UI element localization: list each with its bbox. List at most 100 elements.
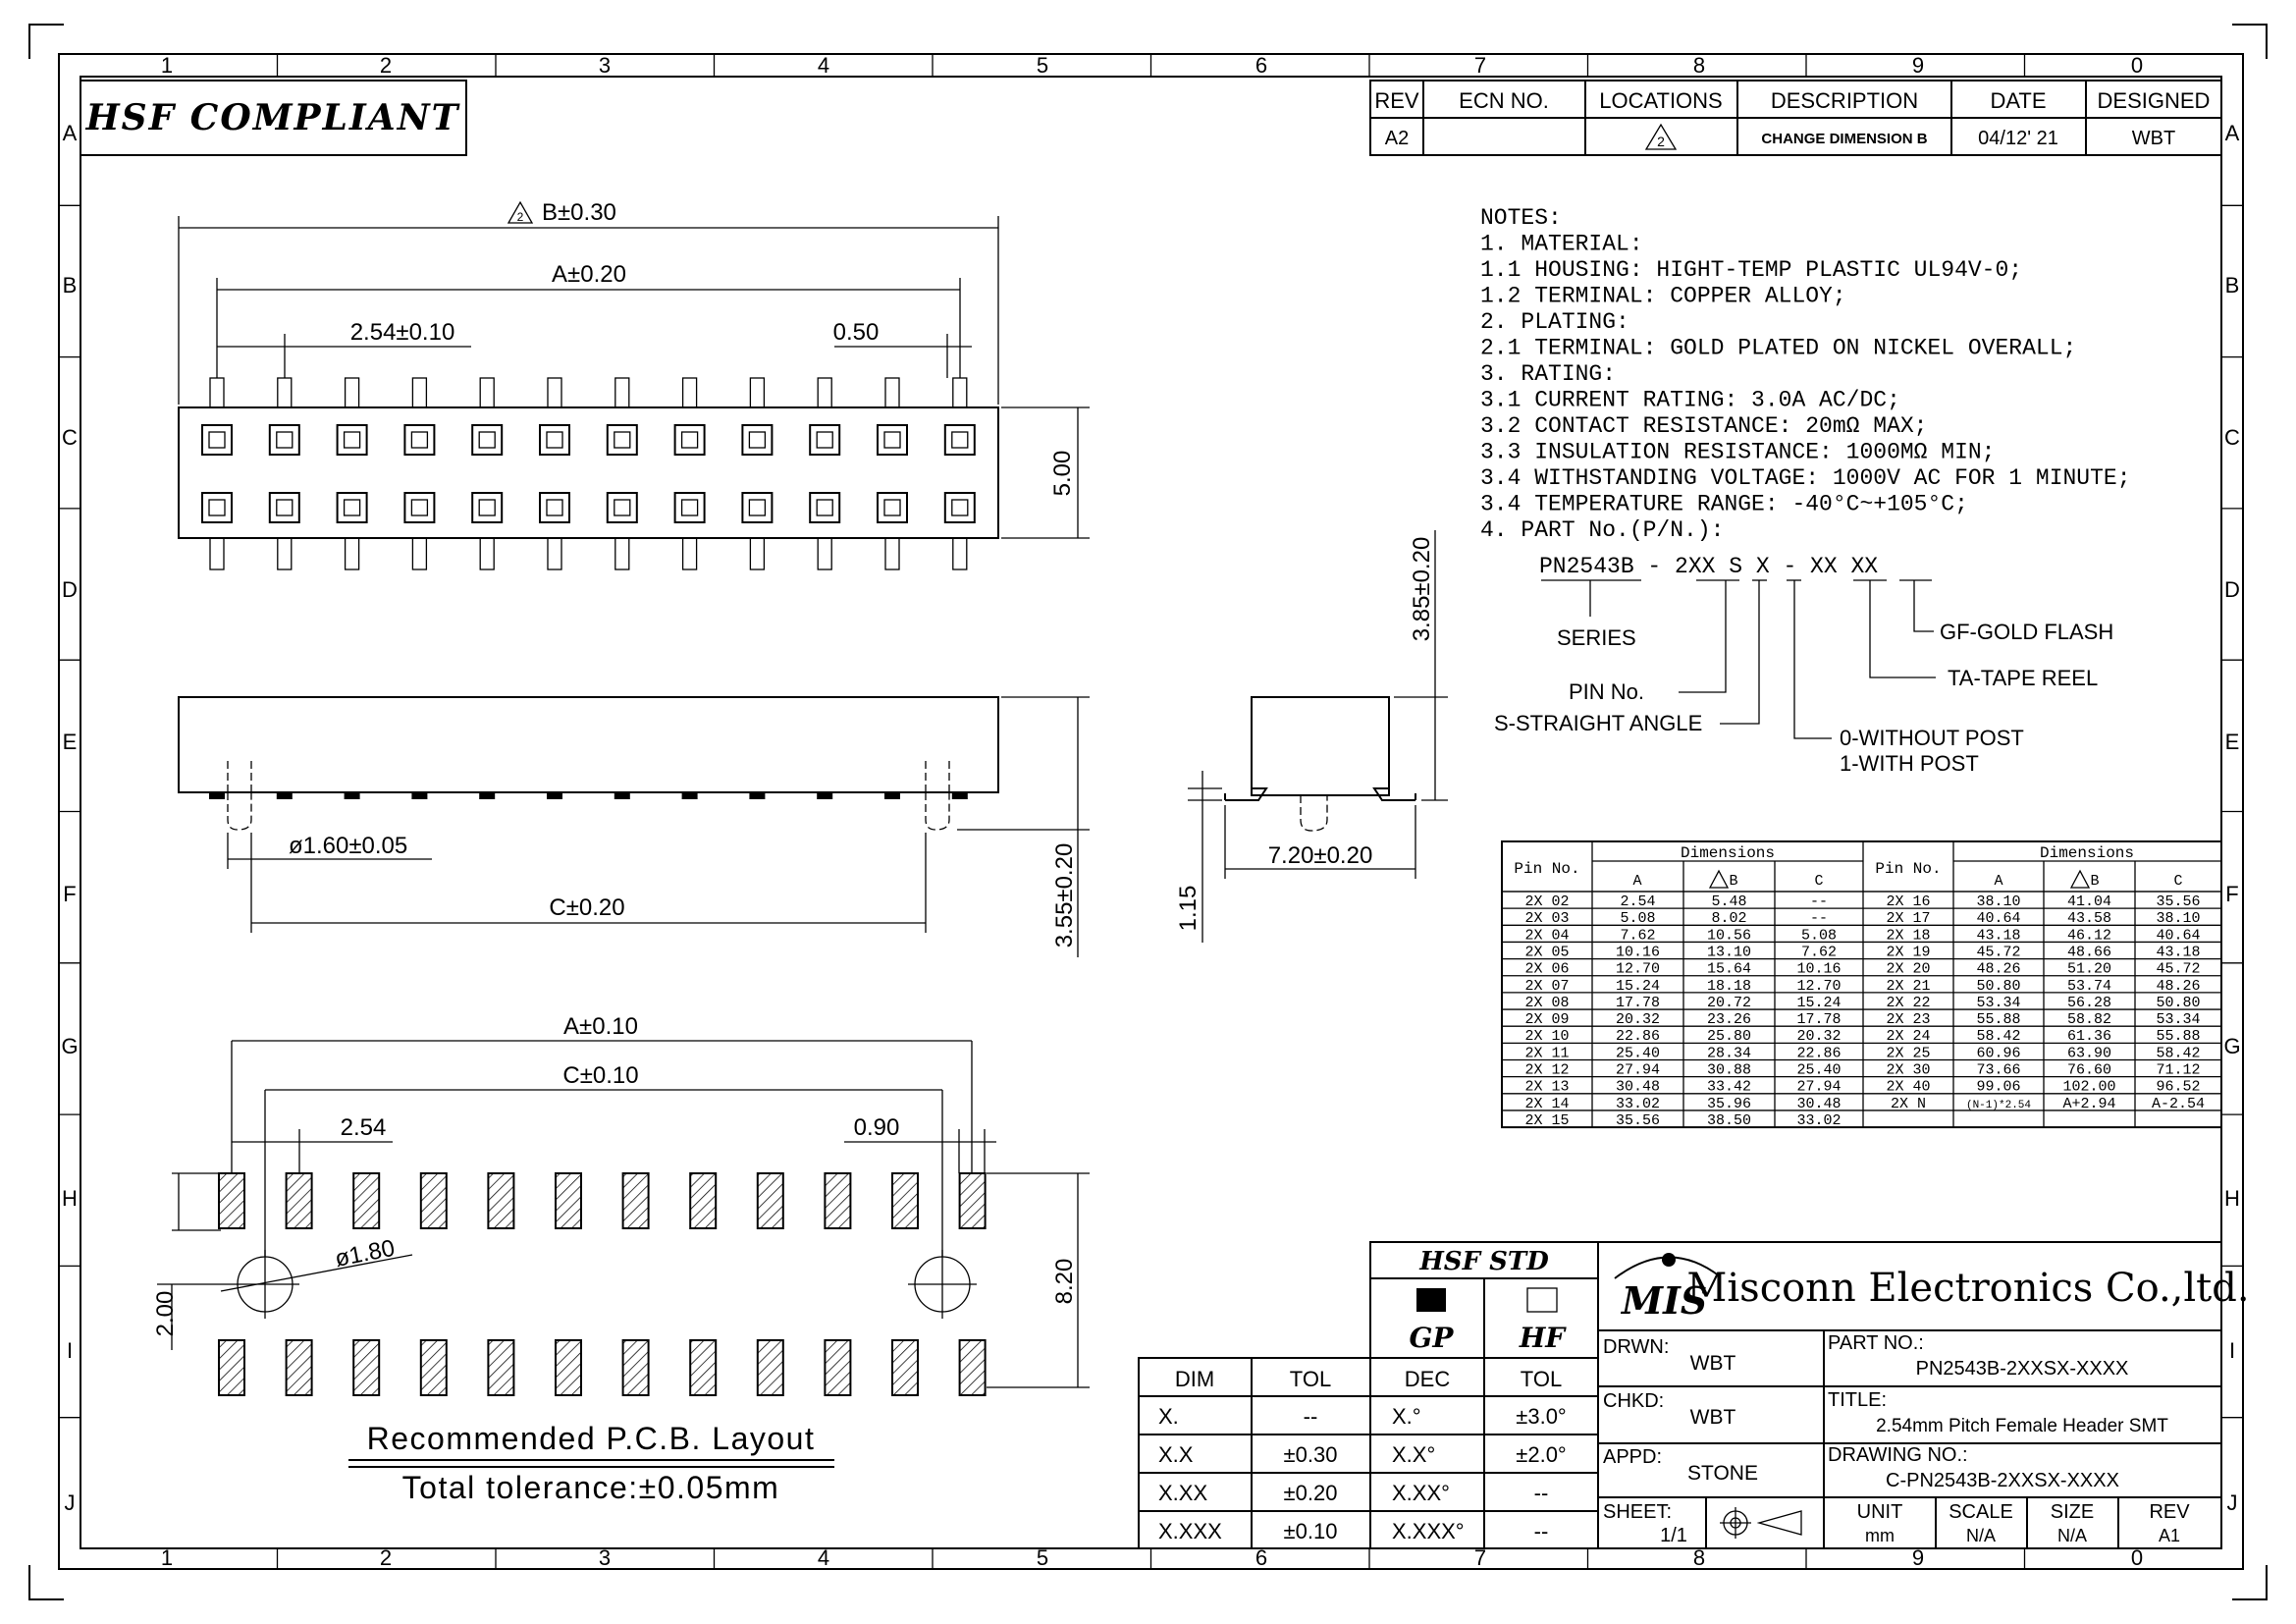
zone-row-label: B	[63, 273, 78, 298]
pcb-pad	[689, 1339, 718, 1396]
table-cell: 38.50	[1707, 1112, 1751, 1129]
pcb-pad	[285, 1339, 313, 1396]
table-cell: 58.42	[2156, 1045, 2200, 1061]
designed-value: WBT	[2132, 128, 2175, 149]
title-value: 2.54mm Pitch Female Header SMT	[1876, 1416, 2168, 1436]
contact-cavity	[539, 424, 570, 456]
table-cell: 25.40	[1796, 1062, 1841, 1079]
column-header: B	[2090, 873, 2099, 890]
dec-header: DEC	[1405, 1367, 1451, 1391]
rev-value-title: A1	[2159, 1526, 2180, 1545]
zone-row-label: I	[2229, 1338, 2235, 1363]
table-cell: 35.56	[1616, 1112, 1660, 1129]
table-cell: 46.12	[2067, 927, 2111, 944]
part-number-breakdown: PN2543B - 2XX S X - XX XX SERIES PIN No.…	[1494, 554, 2113, 776]
dim-pcb-height: 8.20	[1051, 1259, 1078, 1305]
unit-label: UNIT	[1857, 1501, 1903, 1523]
tolerance-cell: X.XX°	[1392, 1481, 1450, 1505]
zone-column-label: 4	[818, 53, 829, 78]
table-cell: 51.20	[2067, 961, 2111, 978]
table-cell: 2X 07	[1524, 978, 1569, 995]
zone-row-label: D	[2224, 577, 2240, 602]
tolerance-cell: ±0.10	[1284, 1519, 1338, 1543]
dim-a-pcb: A±0.10	[563, 1013, 638, 1040]
contact-cavity	[471, 492, 504, 523]
dim-hole-dia: ø1.80	[333, 1235, 397, 1272]
table-cell: 2X 04	[1524, 927, 1569, 944]
table-cell: 7.62	[1620, 927, 1655, 944]
contact-cavity	[403, 424, 436, 456]
contact-cavity	[741, 492, 774, 523]
tolerance-cell: --	[1534, 1481, 1549, 1505]
dim-c-front: C±0.20	[549, 894, 624, 921]
zone-column-label: 9	[1912, 1545, 1924, 1570]
tolerance-cell: X.X°	[1392, 1442, 1435, 1467]
hf-label: HF	[1519, 1322, 1567, 1354]
contact-cavity	[336, 492, 368, 523]
contact-cavity	[403, 492, 436, 523]
series-label: SERIES	[1557, 625, 1636, 650]
table-cell: 22.86	[1616, 1028, 1660, 1045]
b-dimension-triangle-icon	[507, 200, 534, 224]
table-cell: 53.34	[1976, 995, 2020, 1011]
revision-block: REV ECN NO. LOCATIONS DESCRIPTION DATE D…	[1369, 80, 2222, 156]
table-cell: 2X 20	[1886, 961, 1930, 978]
sheet-label: SHEET:	[1603, 1501, 1672, 1523]
zone-column-label: 2	[380, 53, 392, 78]
part-no-value: PN2543B-2XXSX-XXXX	[1916, 1358, 2129, 1380]
dim-height-top: 5.00	[1049, 451, 1076, 497]
zone-column-label: 2	[380, 1545, 392, 1570]
hsf-std-title: HSF STD	[1418, 1247, 1549, 1276]
dim-gap-top: 0.50	[833, 319, 880, 346]
tolerance-caption: Total tolerance:±0.05mm	[402, 1470, 780, 1505]
table-cell: 73.66	[1976, 1062, 2020, 1079]
zone-row-label: C	[62, 425, 78, 450]
table-cell: 43.58	[2067, 910, 2111, 927]
zone-row-label: H	[62, 1186, 78, 1211]
pin-label: PIN No.	[1569, 679, 1644, 704]
contact-cavity	[201, 492, 233, 523]
post1-label: 1-WITH POST	[1840, 751, 1979, 776]
notes-block: NOTES: 1. MATERIAL: 1.1 HOUSING: HIGHT-T…	[1480, 205, 2131, 543]
tolerance-cell: ±0.20	[1284, 1481, 1338, 1505]
zone-row-label: D	[62, 577, 78, 602]
top-view-dimensions: 2 B±0.30 A±0.20 2.54±0.10 0.50 5.00	[178, 199, 1090, 539]
column-header: C	[2173, 873, 2182, 890]
scale-label: SCALE	[1949, 1501, 2013, 1523]
table-cell: 27.94	[1616, 1062, 1660, 1079]
table-cell: A-2.54	[2152, 1096, 2205, 1112]
contact-cavity	[606, 424, 638, 456]
table-cell: 12.70	[1796, 978, 1841, 995]
solder-tail	[209, 792, 225, 799]
table-cell: 2X 14	[1524, 1096, 1569, 1112]
projection-symbol-icon	[1720, 1507, 1802, 1539]
table-cell: 2X 05	[1524, 944, 1569, 960]
table-cell: 20.32	[1796, 1028, 1841, 1045]
tolerance-cell: ±0.30	[1284, 1442, 1338, 1467]
contact-cavity	[201, 424, 233, 456]
locations-header: LOCATIONS	[1599, 88, 1723, 113]
zone-column-label: 3	[599, 53, 611, 78]
side-view	[1224, 696, 1416, 832]
table-cell: 2X 40	[1886, 1079, 1930, 1096]
table-cell: (N-1)*2.54	[1966, 1100, 2031, 1111]
table-cell: 50.80	[1976, 978, 2020, 995]
tolerance-cell: X.XXX	[1158, 1519, 1222, 1543]
table-cell: 2X 21	[1886, 978, 1930, 995]
dim-side-height: 3.85±0.20	[1409, 537, 1435, 642]
note-line: 1. MATERIAL:	[1480, 232, 1643, 257]
zone-row-label: E	[63, 730, 78, 754]
tol-header: TOL	[1290, 1367, 1331, 1391]
table-cell: 33.02	[1616, 1096, 1660, 1112]
table-cell: 96.52	[2156, 1079, 2200, 1096]
zone-column-label: 9	[1912, 53, 1924, 78]
dim-side-thickness: 1.15	[1175, 886, 1201, 932]
pcb-pad	[824, 1339, 852, 1396]
zone-row-label: I	[67, 1338, 73, 1363]
zone-column-label: 1	[161, 53, 173, 78]
contact-cavity	[673, 492, 706, 523]
tolerance-cell: X.	[1158, 1404, 1179, 1429]
table-cell: 10.16	[1616, 944, 1660, 960]
zone-row-label: A	[2225, 121, 2240, 145]
